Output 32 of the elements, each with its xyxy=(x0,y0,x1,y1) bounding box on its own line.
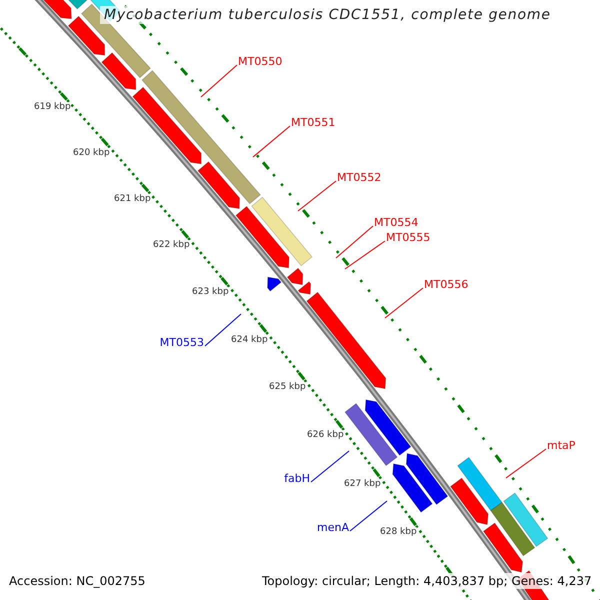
leader-line xyxy=(384,288,424,318)
position-label: 624 kbp xyxy=(231,335,268,345)
gene-label: MT0552 xyxy=(337,172,382,184)
footer-text: Accession: NC_002755 xyxy=(8,573,146,589)
leader-line xyxy=(350,500,388,532)
leader-line xyxy=(310,450,350,482)
leader-line xyxy=(204,314,242,346)
position-label: 619 kbp xyxy=(34,102,71,112)
footer-text: Topology: circular; Length: 4,403,837 bp; Genes: 4,237 xyxy=(261,573,593,589)
position-label: 620 kbp xyxy=(73,148,110,158)
gene-label: MT0556 xyxy=(424,279,468,291)
gene-label: MT0551 xyxy=(291,117,336,129)
position-label: 622 kbp xyxy=(153,240,190,250)
leader-line xyxy=(344,240,386,270)
gene-label: MT0554 xyxy=(374,217,418,229)
position-label: 623 kbp xyxy=(192,287,229,297)
gene-label: fabH xyxy=(284,473,310,485)
gene-label: MT0555 xyxy=(386,232,430,244)
leader-line xyxy=(252,126,290,158)
gene-label: MT0553 xyxy=(160,337,204,349)
gene-label: MT0550 xyxy=(238,56,282,68)
position-label: 627 kbp xyxy=(344,479,381,489)
position-label: 626 kbp xyxy=(307,430,344,440)
leader-line xyxy=(298,180,336,212)
position-label: 628 kbp xyxy=(380,527,417,537)
position-label: 625 kbp xyxy=(269,382,306,392)
gene-label: mtaP xyxy=(547,440,576,452)
gene-label: menA xyxy=(317,522,349,534)
position-label: 621 kbp xyxy=(114,194,151,204)
leader-line xyxy=(336,226,374,258)
leader-line xyxy=(200,64,238,98)
leader-line xyxy=(506,448,546,478)
